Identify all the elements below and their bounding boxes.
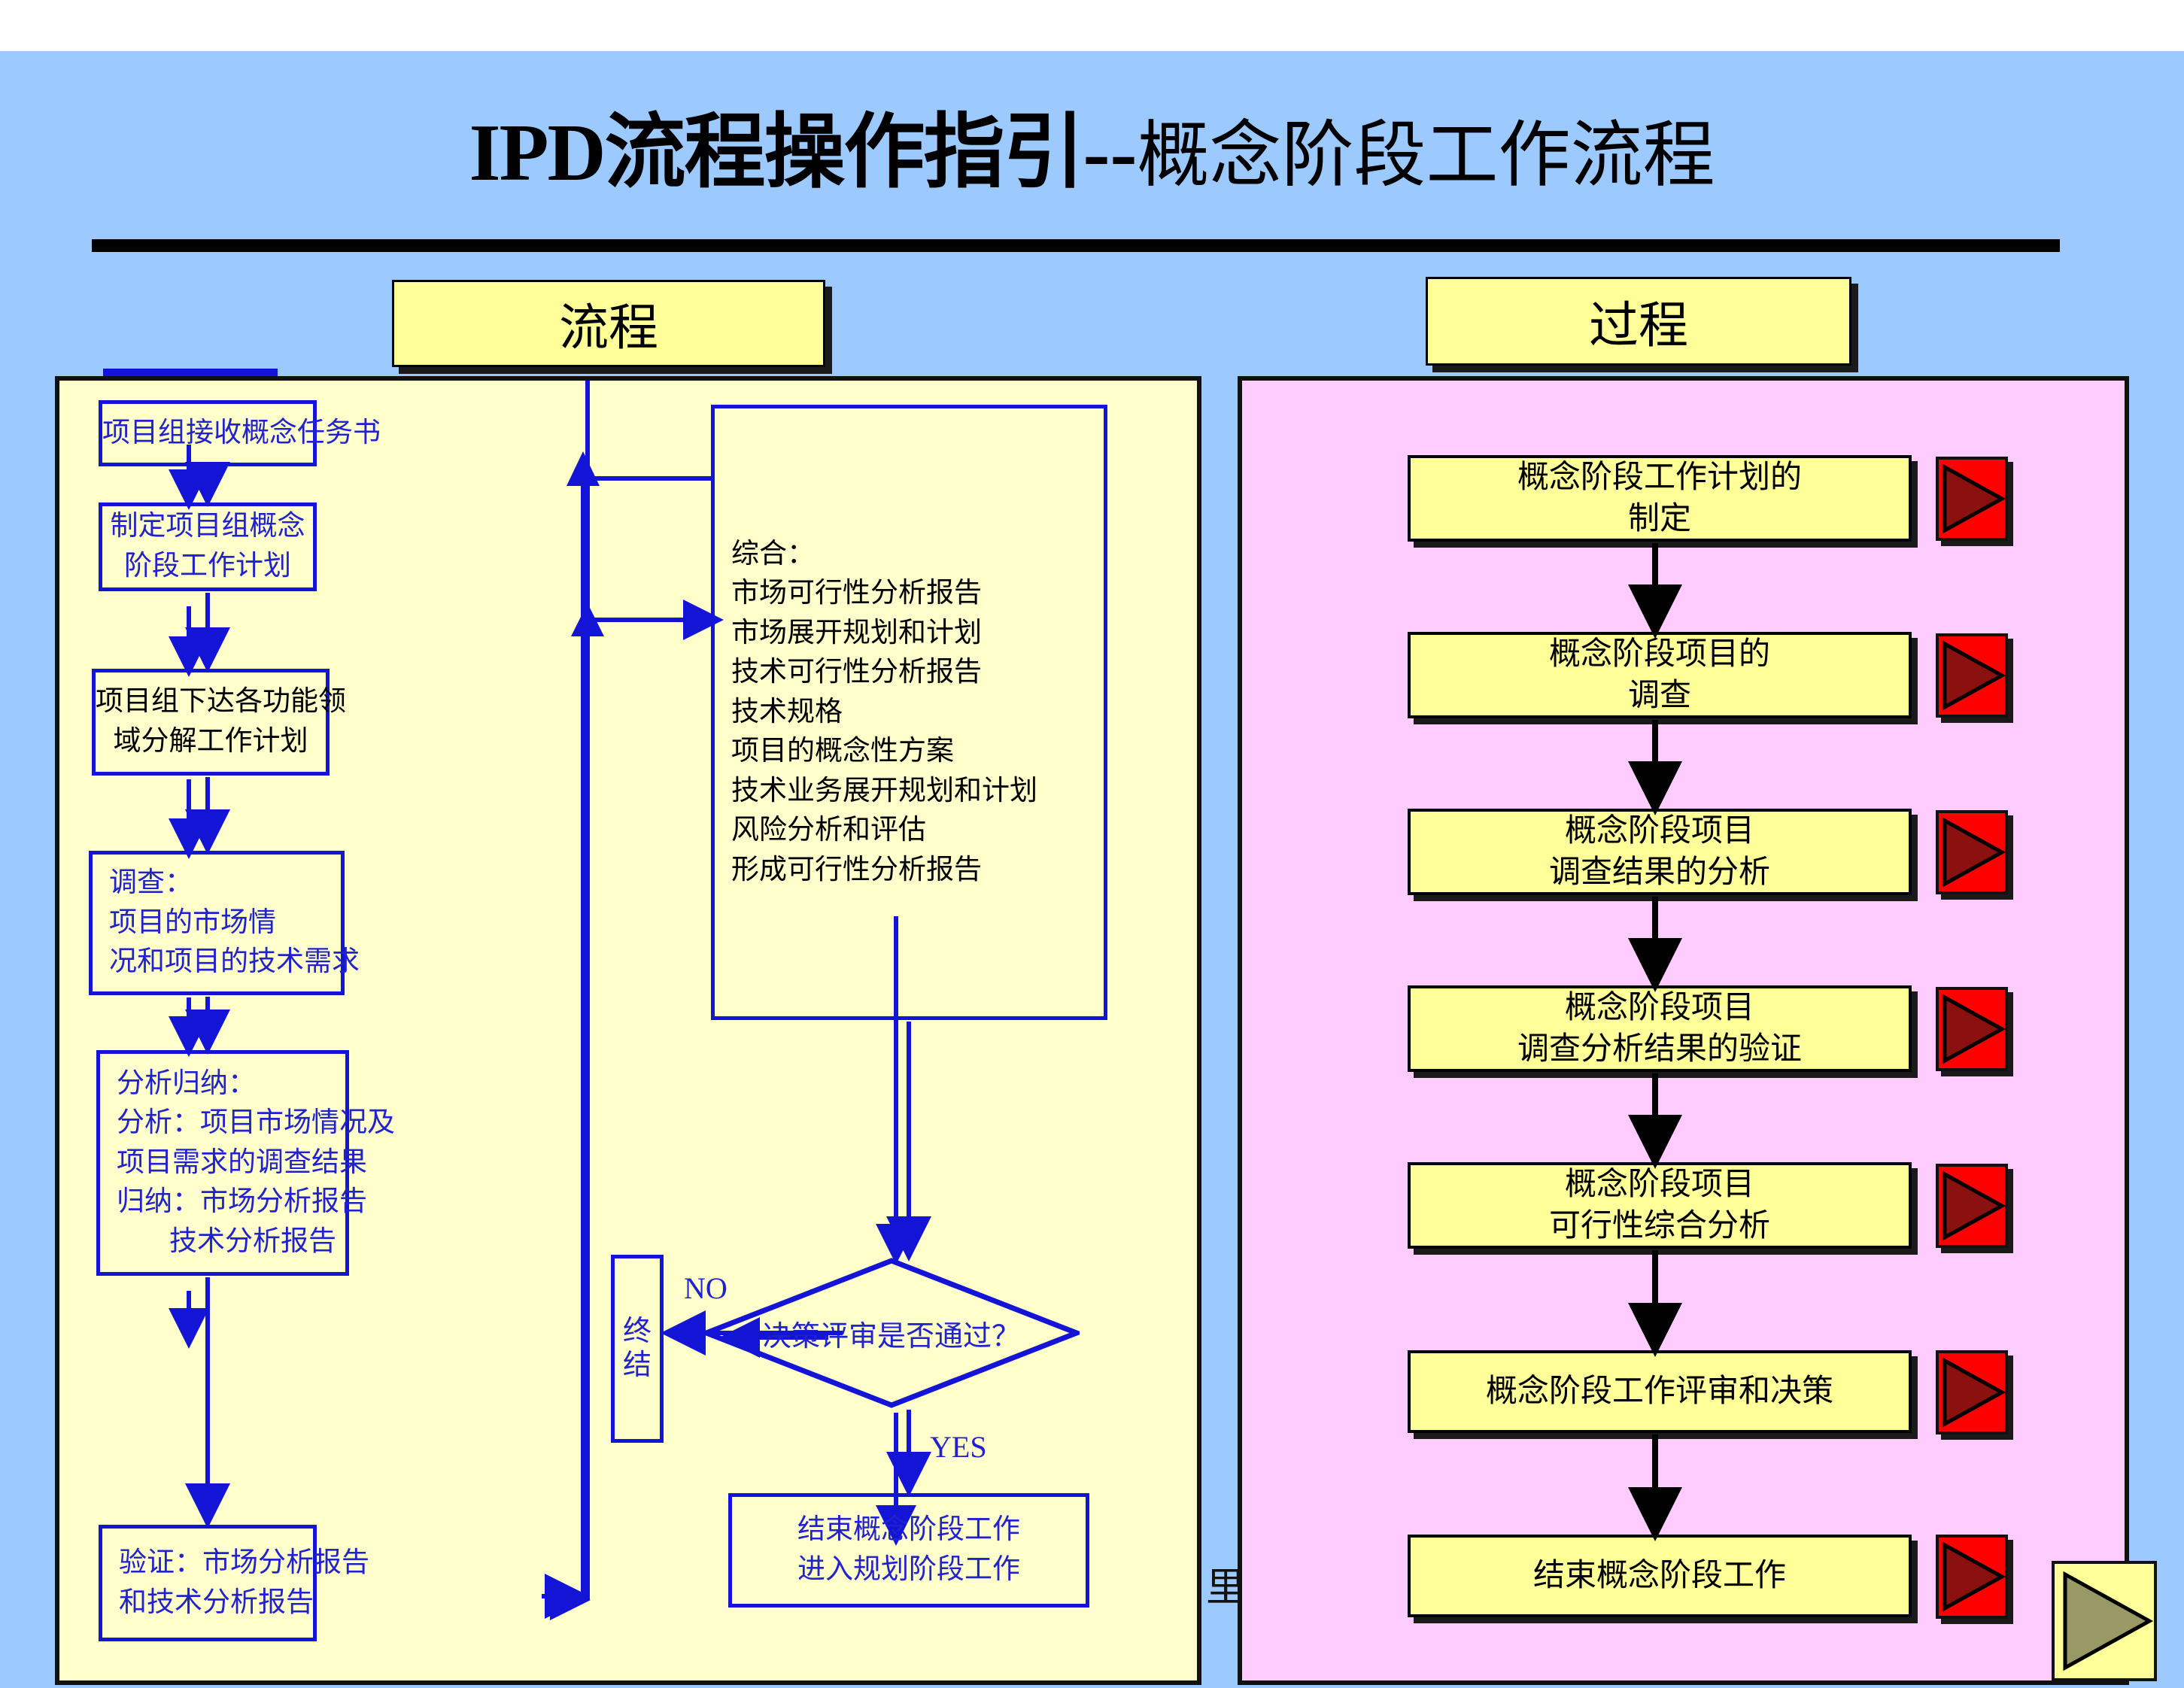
play-triangle-icon bbox=[1943, 463, 2005, 534]
flow-box-analyze-line-1: 分析：项目市场情况及 bbox=[117, 1107, 395, 1139]
process-play-button-1[interactable] bbox=[1936, 457, 2008, 541]
flow-end-box[interactable]: 终 结 bbox=[611, 1255, 664, 1443]
flow-box-assign-line-1: 域分解工作计划 bbox=[113, 726, 308, 757]
process-step-7-line-0: 结束概念阶段工作 bbox=[1532, 1558, 1786, 1593]
process-step-6-line-0: 概念阶段工作评审和决策 bbox=[1485, 1374, 1833, 1409]
process-play-button-5[interactable] bbox=[1936, 1164, 2008, 1248]
flow-box-synthesis-line-2: 市场展开规划和计划 bbox=[731, 617, 982, 648]
process-play-button-3[interactable] bbox=[1936, 810, 2008, 894]
title-main: IPD流程操作指引 bbox=[469, 108, 1085, 198]
play-triangle-icon bbox=[1943, 1357, 2005, 1428]
stray-character: 里 bbox=[1206, 1567, 1238, 1610]
header-plate-flow-label: 流程 bbox=[559, 301, 658, 356]
play-triangle-icon bbox=[2063, 1571, 2154, 1671]
flow-box-synthesis-line-7: 风险分析和评估 bbox=[731, 815, 926, 846]
process-play-button-7[interactable] bbox=[1936, 1535, 2008, 1619]
process-step-3-line-1: 调查结果的分析 bbox=[1548, 855, 1770, 890]
flow-box-analyze[interactable]: 分析归纳： 分析：项目市场情况及 项目需求的调查结果 归纳：市场分析报告 技术分… bbox=[96, 1050, 395, 1276]
play-triangle-icon bbox=[1943, 1541, 2005, 1612]
process-step-2-line-1: 调查 bbox=[1627, 678, 1691, 713]
flow-box-survey-line-0: 调查： bbox=[109, 867, 193, 899]
flow-box-finish-line-0: 结束概念阶段工作 bbox=[797, 1514, 1020, 1546]
flow-decision-label: 决策评审是否通过？ bbox=[762, 1320, 1020, 1353]
flow-box-synthesis-line-5: 项目的概念性方案 bbox=[731, 736, 954, 767]
play-triangle-icon bbox=[1943, 994, 2005, 1064]
process-play-button-4[interactable] bbox=[1936, 987, 2008, 1071]
flow-box-verify-line-0: 验证：市场分析报告 bbox=[119, 1547, 369, 1578]
process-step-1-line-0: 概念阶段工作计划的 bbox=[1517, 460, 1802, 495]
flow-box-synthesis-line-4: 技术规格 bbox=[731, 696, 843, 727]
process-play-button-6[interactable] bbox=[1936, 1350, 2008, 1434]
flow-box-analyze-line-2: 项目需求的调查结果 bbox=[117, 1146, 367, 1178]
flow-box-receive-line-0: 项目组接收概念任务书 bbox=[102, 417, 381, 448]
flow-box-finish-line-1: 进入规划阶段工作 bbox=[797, 1554, 1020, 1585]
flow-box-verify-line-1: 和技术分析报告 bbox=[119, 1586, 314, 1618]
flow-box-makeplan-line-0: 制定项目组概念 bbox=[110, 511, 305, 542]
flow-box-survey[interactable]: 调查： 项目的市场情 况和项目的技术需求 bbox=[89, 851, 360, 995]
flow-box-analyze-line-3: 归纳：市场分析报告 bbox=[117, 1186, 367, 1218]
process-step-2[interactable]: 概念阶段项目的 调查 bbox=[1408, 632, 1912, 718]
flow-end-box-char-0: 终 bbox=[622, 1316, 652, 1348]
flow-box-synthesis-line-6: 技术业务展开规划和计划 bbox=[731, 775, 1037, 806]
title-underline-rule bbox=[92, 239, 2060, 252]
flow-box-synthesis-line-0: 综合： bbox=[731, 538, 815, 569]
process-step-3-line-0: 概念阶段项目 bbox=[1564, 813, 1754, 849]
flow-box-verify[interactable]: 验证：市场分析报告 和技术分析报告 bbox=[99, 1525, 369, 1641]
flow-box-survey-line-2: 况和项目的技术需求 bbox=[109, 946, 360, 978]
play-triangle-icon bbox=[1943, 1170, 2005, 1241]
flow-box-finish[interactable]: 结束概念阶段工作 进入规划阶段工作 bbox=[728, 1493, 1089, 1608]
flow-box-analyze-line-0: 分析归纳： bbox=[117, 1067, 256, 1099]
header-plate-process-label: 过程 bbox=[1589, 299, 1688, 354]
edge-label-no: NO bbox=[684, 1271, 727, 1305]
flow-box-makeplan-line-1: 阶段工作计划 bbox=[124, 551, 291, 581]
flow-box-analyze-line-4: 技术分析报告 bbox=[169, 1225, 336, 1257]
process-step-2-line-0: 概念阶段项目的 bbox=[1548, 636, 1770, 672]
flow-box-synthesis-line-8: 形成可行性分析报告 bbox=[731, 854, 982, 885]
flow-box-synthesis-line-3: 技术可行性分析报告 bbox=[731, 657, 982, 688]
process-step-4-line-1: 调查分析结果的验证 bbox=[1517, 1031, 1802, 1067]
play-triangle-icon bbox=[1943, 817, 2005, 888]
flow-box-synthesis-line-1: 市场可行性分析报告 bbox=[731, 578, 982, 609]
process-step-5-line-1: 可行性综合分析 bbox=[1548, 1208, 1770, 1243]
flow-box-receive[interactable]: 项目组接收概念任务书 bbox=[99, 400, 381, 466]
flow-end-box-char-1: 结 bbox=[622, 1349, 652, 1381]
title-separator: -- bbox=[1083, 108, 1138, 198]
process-step-1-line-1: 制定 bbox=[1627, 501, 1691, 536]
flow-decision-diamond[interactable]: 决策评审是否通过？ bbox=[703, 1258, 1080, 1408]
flow-box-assign-line-0: 项目组下达各功能领 bbox=[96, 686, 346, 718]
header-plate-process: 过程 bbox=[1426, 277, 1851, 366]
edge-label-yes: YES bbox=[930, 1430, 987, 1464]
header-plate-flow: 流程 bbox=[392, 280, 825, 367]
process-step-6[interactable]: 概念阶段工作评审和决策 bbox=[1408, 1350, 1912, 1433]
process-step-3[interactable]: 概念阶段项目 调查结果的分析 bbox=[1408, 809, 1912, 895]
process-step-4[interactable]: 概念阶段项目 调查分析结果的验证 bbox=[1408, 985, 1912, 1072]
flow-box-assign[interactable]: 项目组下达各功能领 域分解工作计划 bbox=[92, 669, 346, 776]
process-step-5[interactable]: 概念阶段项目 可行性综合分析 bbox=[1408, 1162, 1912, 1249]
flow-box-survey-line-1: 项目的市场情 bbox=[109, 906, 276, 938]
title-subtitle: 概念阶段工作流程 bbox=[1137, 115, 1715, 196]
page-title: IPD流程操作指引--概念阶段工作流程 bbox=[0, 113, 2184, 194]
flow-box-makeplan[interactable]: 制定项目组概念 阶段工作计划 bbox=[99, 502, 317, 591]
play-triangle-icon bbox=[1943, 640, 2005, 711]
process-step-5-line-0: 概念阶段项目 bbox=[1564, 1167, 1754, 1202]
process-step-7[interactable]: 结束概念阶段工作 bbox=[1408, 1535, 1912, 1617]
flow-box-synthesis[interactable]: 综合： 市场可行性分析报告 市场展开规划和计划 技术可行性分析报告 技术规格 项… bbox=[711, 405, 1107, 1020]
next-slide-button[interactable] bbox=[2052, 1561, 2157, 1681]
process-step-4-line-0: 概念阶段项目 bbox=[1564, 990, 1754, 1025]
process-play-button-2[interactable] bbox=[1936, 633, 2008, 718]
process-step-1[interactable]: 概念阶段工作计划的 制定 bbox=[1408, 455, 1912, 542]
